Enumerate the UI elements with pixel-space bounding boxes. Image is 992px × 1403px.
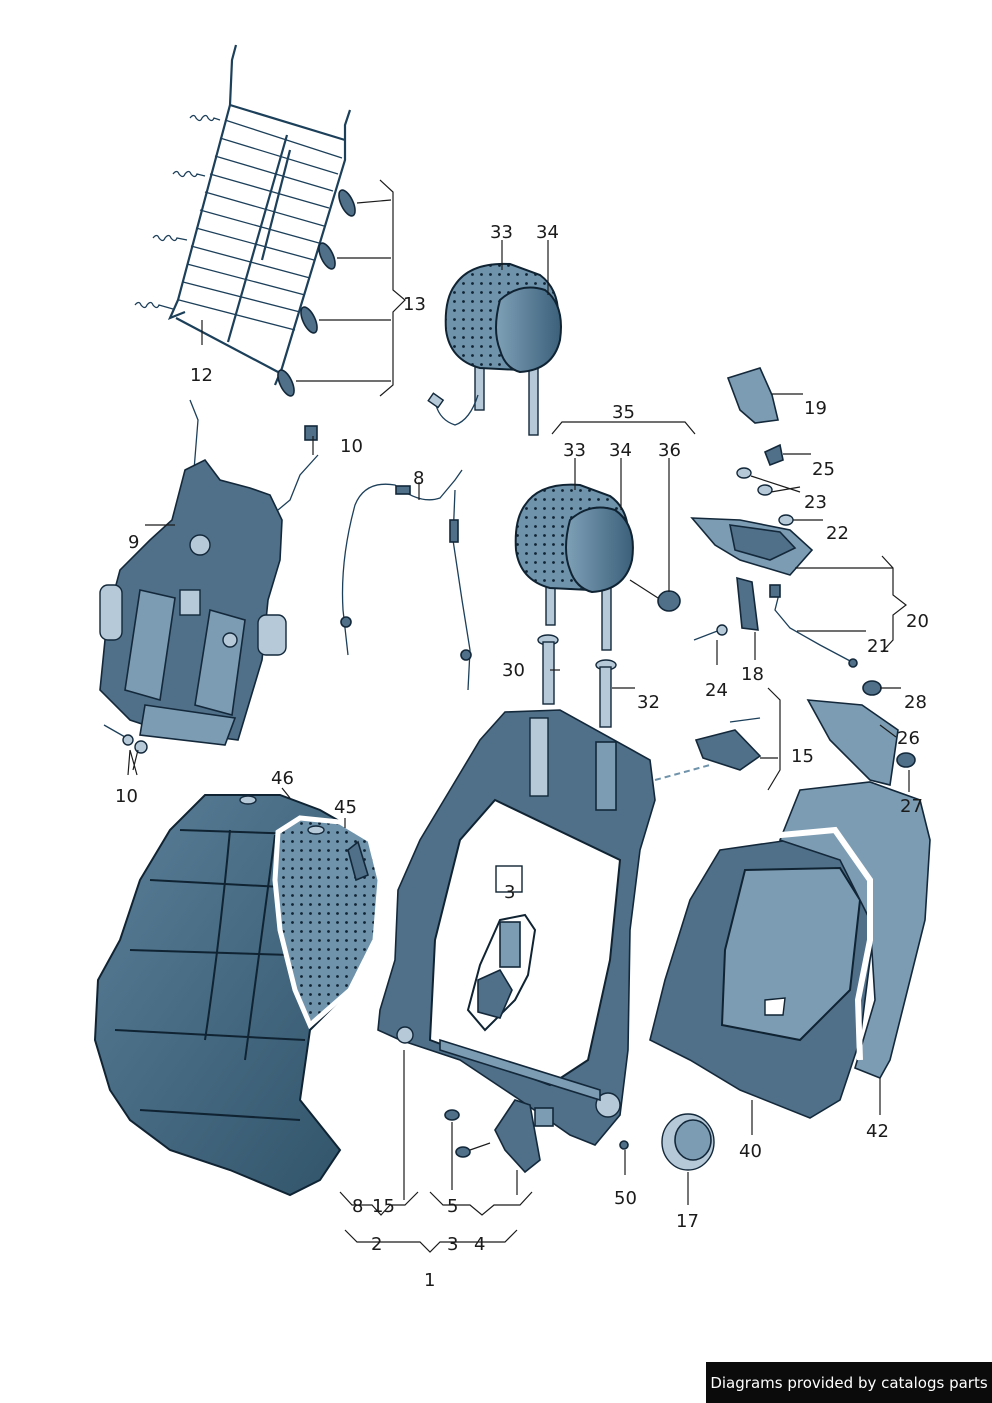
part-label-10: 10: [115, 786, 138, 807]
part-label-19: 19: [804, 398, 827, 419]
headrest-lower: [514, 483, 681, 651]
part-label-17: 17: [676, 1211, 699, 1232]
part-label-8: 8: [413, 468, 424, 489]
part-number-labels: 12 13 33 34 10 9 8 35 33 34 36 19 25 23 …: [115, 222, 929, 1291]
part-label-33: 33: [563, 440, 586, 461]
part-label-12: 12: [190, 365, 213, 386]
part-label-34: 34: [609, 440, 632, 461]
part-label-35: 35: [612, 402, 635, 423]
part-label-22: 22: [826, 523, 849, 544]
part-label-30: 30: [502, 660, 525, 681]
part-label-21: 21: [867, 636, 890, 657]
spring-mat-frame: [134, 44, 356, 397]
part-label-26: 26: [897, 728, 920, 749]
part-label-27: 27: [900, 796, 923, 817]
part-label-1: 1: [424, 1270, 435, 1291]
part-label-3: 3: [447, 1234, 458, 1255]
part-label-20: 20: [906, 611, 929, 632]
leader-lines: [127, 179, 910, 1253]
release-lever-assembly: [690, 367, 858, 668]
part-label-25: 25: [812, 459, 835, 480]
part-label-42: 42: [866, 1121, 889, 1142]
part-label-40: 40: [739, 1141, 762, 1162]
part-label-32: 32: [637, 692, 660, 713]
part-label-3: 3: [504, 882, 515, 903]
rear-panel-frame-40: [649, 839, 881, 1119]
part-label-28: 28: [904, 692, 927, 713]
part-label-9: 9: [128, 532, 139, 553]
part-label-8: 8: [352, 1196, 363, 1217]
part-label-18: 18: [741, 664, 764, 685]
rear-cover-42: [769, 781, 931, 1080]
backrest-foam-pad: [93, 794, 383, 1197]
part-label-50: 50: [614, 1188, 637, 1209]
headrest-guides: [537, 634, 617, 728]
part-label-10: 10: [340, 436, 363, 457]
part-label-34: 34: [536, 222, 559, 243]
side-trim-panel: [806, 680, 916, 786]
electronic-module-15: [654, 717, 762, 781]
part-label-5: 5: [447, 1196, 458, 1217]
backrest-frame: [377, 709, 656, 1174]
part-label-46: 46: [271, 768, 294, 789]
part-label-13: 13: [403, 294, 426, 315]
part-label-36: 36: [658, 440, 681, 461]
headrest-upper: [427, 262, 562, 436]
credit-text: Diagrams provided by catalogs parts: [710, 1373, 988, 1392]
cable-harness: [340, 469, 472, 691]
part-label-15: 15: [791, 746, 814, 767]
credit-banner: Diagrams provided by catalogs parts: [706, 1362, 992, 1403]
lumbar-support-plate: [99, 399, 319, 754]
part-label-15: 15: [372, 1196, 395, 1217]
part-label-4: 4: [474, 1234, 485, 1255]
part-label-33: 33: [490, 222, 513, 243]
part-label-2: 2: [371, 1234, 382, 1255]
part-label-45: 45: [334, 797, 357, 818]
part-label-24: 24: [705, 680, 728, 701]
part-label-23: 23: [804, 492, 827, 513]
headrest-cap-36: [657, 590, 681, 612]
adjustment-knob-17: [661, 1113, 715, 1171]
